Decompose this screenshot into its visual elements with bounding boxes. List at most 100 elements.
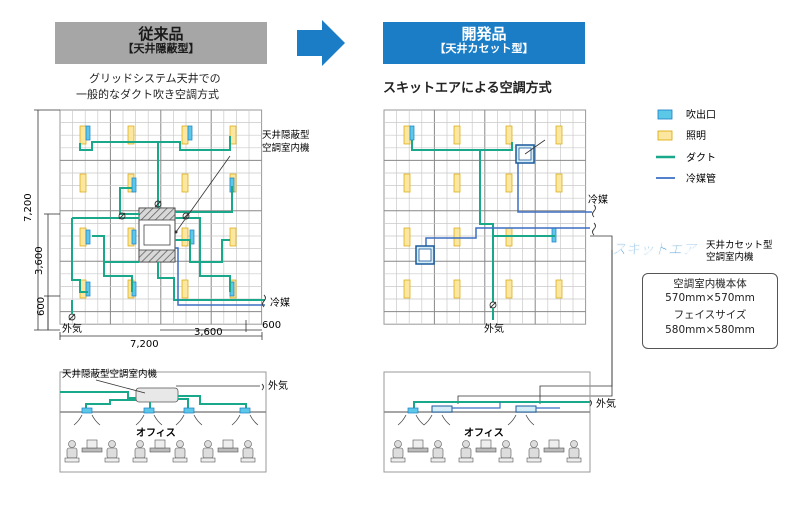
section-outside-air-right: 外気 xyxy=(596,397,616,410)
brand-desc-2: 空調室内機 xyxy=(706,251,754,263)
office-person-body xyxy=(528,447,540,459)
light-fixture xyxy=(453,227,461,247)
light-fixture xyxy=(403,279,411,299)
dim-height-small: 600 xyxy=(36,297,47,316)
air-outlet xyxy=(85,281,91,297)
airflow-arrow xyxy=(507,414,517,426)
office-person-body xyxy=(460,447,472,459)
developed-subtitle: 【天井カセット型】 xyxy=(434,42,534,56)
developed-title: 開発品 xyxy=(461,25,507,43)
office-desk xyxy=(81,447,103,453)
light-fixture xyxy=(505,279,513,299)
dim-width-small: 600 xyxy=(262,320,281,331)
conventional-refrigerant-label: 冷媒 xyxy=(270,296,290,309)
air-outlet xyxy=(187,125,193,141)
spec-line-2: 570mm×570mm xyxy=(665,292,755,305)
office-monitor xyxy=(154,439,166,449)
office-chair xyxy=(64,457,80,463)
conventional-damper-marks xyxy=(68,200,190,321)
developed-ducts xyxy=(411,140,555,302)
air-outlet xyxy=(409,125,415,141)
spec-line-3: フェイスサイズ xyxy=(673,309,747,322)
office-person-body xyxy=(242,447,254,459)
airflow-arrow xyxy=(397,414,407,426)
brand-desc-1: 天井カセット型 xyxy=(706,239,773,251)
light-fixture xyxy=(229,125,237,145)
office-person-head xyxy=(434,440,442,448)
light-fixture xyxy=(555,125,563,145)
office-monitor xyxy=(222,439,234,449)
office-monitor xyxy=(480,439,492,449)
office-chair xyxy=(498,457,514,463)
office-chair xyxy=(104,457,120,463)
office-chair xyxy=(240,457,256,463)
spec-box: 空調室内機本体 570mm×570mm フェイスサイズ 580mm×580mm xyxy=(642,273,778,349)
section-outside-air-left: 外気 xyxy=(268,379,288,392)
legend-outlet-swatch xyxy=(657,109,673,120)
conventional-central-unit xyxy=(138,207,176,263)
light-fixture xyxy=(403,227,411,247)
light-fixture xyxy=(79,125,87,145)
break-marks xyxy=(262,204,596,308)
section-outlet xyxy=(183,407,195,414)
legend-light-swatch xyxy=(657,130,673,141)
section-office-right: オフィス xyxy=(464,427,504,439)
office-chair xyxy=(200,457,216,463)
dim-height-mid: 3,600 xyxy=(34,246,45,275)
developed-section xyxy=(383,371,592,473)
developed-plan-grid xyxy=(383,109,587,325)
conventional-header: 従来品 【天井隠蔽型】 xyxy=(55,22,267,64)
office-person-head xyxy=(204,440,212,448)
light-fixture xyxy=(181,279,189,299)
conventional-subtitle: 【天井隠蔽型】 xyxy=(122,42,200,56)
conventional-dimensions xyxy=(34,109,263,340)
office-person-body xyxy=(432,447,444,459)
office-desk xyxy=(149,447,171,453)
light-fixture xyxy=(79,173,87,193)
office-monitor xyxy=(548,439,560,449)
spec-line-4: 580mm×580mm xyxy=(665,323,755,336)
dim-height-total: 7,200 xyxy=(23,193,34,222)
airflow-arrow xyxy=(153,414,163,426)
office-chair xyxy=(430,457,446,463)
light-fixture xyxy=(403,173,411,193)
section-outlet xyxy=(407,407,419,414)
section-outlet xyxy=(81,407,93,414)
office-person-head xyxy=(176,440,184,448)
dim-width-total: 7,200 xyxy=(130,339,159,350)
office-person-head xyxy=(108,440,116,448)
office-desk xyxy=(475,447,497,453)
office-chair xyxy=(458,457,474,463)
light-fixture xyxy=(79,227,87,247)
conventional-unit-label-1: 天井隠蔽型 xyxy=(262,129,310,141)
legend-label-light: 照明 xyxy=(686,130,706,142)
office-chair xyxy=(566,457,582,463)
air-outlet xyxy=(85,229,91,245)
developed-refrigerant-label: 冷媒 xyxy=(588,193,608,206)
airflow-arrow xyxy=(175,414,185,426)
airflow-arrow xyxy=(423,414,433,426)
office-chair xyxy=(132,457,148,463)
office-person-head xyxy=(136,440,144,448)
airflow-arrow xyxy=(73,414,83,426)
legend-label-duct: ダクト xyxy=(686,151,716,164)
office-person-body xyxy=(106,447,118,459)
light-fixture xyxy=(453,279,461,299)
office-person-head xyxy=(394,440,402,448)
light-fixture xyxy=(453,173,461,193)
office-desk xyxy=(543,447,565,453)
conventional-caption-2: 一般的なダクト吹き空調方式 xyxy=(76,88,219,101)
airflow-arrow xyxy=(231,414,241,426)
conventional-ducts xyxy=(71,136,265,301)
conventional-title: 従来品 xyxy=(138,25,184,43)
section-outlet xyxy=(239,407,251,414)
office-person-body xyxy=(568,447,580,459)
conventional-outside-air-label: 外気 xyxy=(62,322,82,335)
office-monitor xyxy=(86,439,98,449)
section-office-left: オフィス xyxy=(136,427,176,439)
office-person-body xyxy=(66,447,78,459)
brand-name: スキットエア xyxy=(612,242,698,258)
office-monitor xyxy=(412,439,424,449)
legend-label-refrigerant: 冷媒管 xyxy=(686,172,716,185)
